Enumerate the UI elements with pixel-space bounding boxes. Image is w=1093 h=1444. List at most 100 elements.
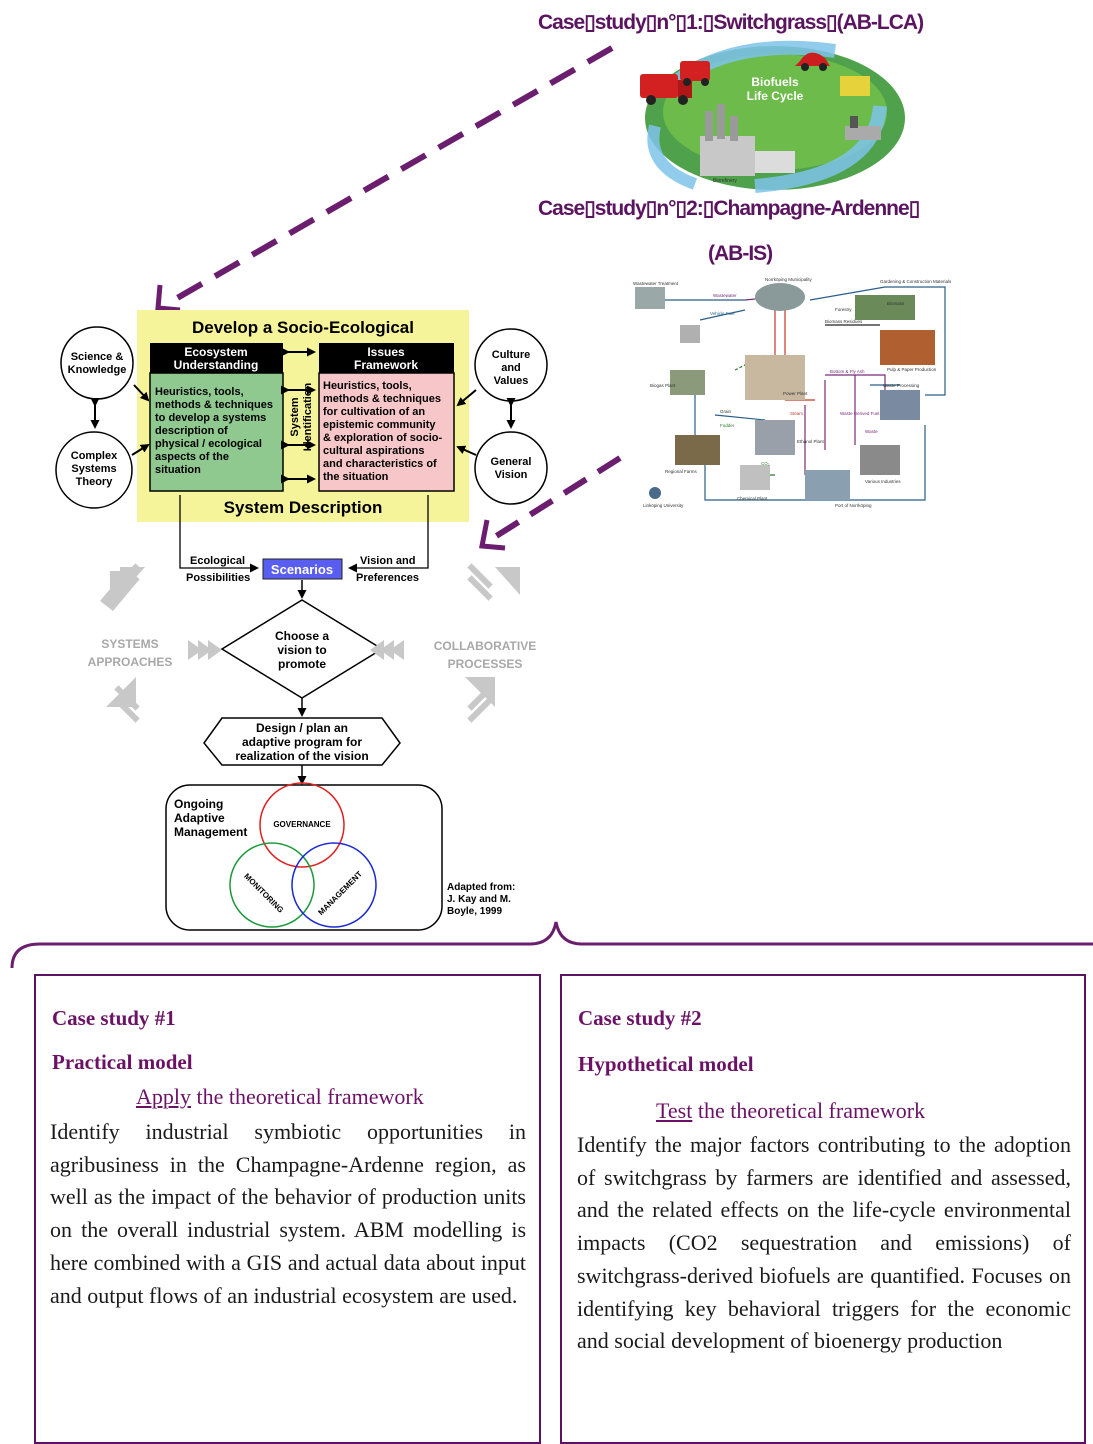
issues-body-7: and characteristics of: [323, 458, 437, 470]
case-study-2-title-line1: Case▯study▯n°▯2:▯Champagne-Ardenne▯: [538, 197, 920, 220]
net-label-pulp-paper: Pulp & Paper Production: [887, 367, 937, 372]
net-label-regional-farms: Regional Farms: [665, 469, 698, 474]
circle-culture-1: Culture: [492, 349, 531, 361]
collaborative-processes-2: PROCESSES: [448, 657, 523, 671]
net-label-waste: Waste: [865, 429, 878, 434]
net-label-university: Linköping University: [643, 503, 684, 508]
net-label-steam: Steam: [790, 411, 803, 416]
collaborative-processes-1: COLLABORATIVE: [434, 639, 536, 653]
net-label-wastewater: Wastewater: [713, 293, 737, 298]
system-identification-2: Identification: [302, 383, 314, 452]
management-circle: [291, 842, 377, 928]
net-label-vehicle-fuel: Vehicle Fuel: [710, 311, 735, 316]
case-study-2-title-line2: (AB-IS): [708, 242, 773, 265]
case-study-2-subtitle: Test the theoretical framework: [656, 1098, 925, 1124]
framework-top-title: Develop a Socio-Ecological: [192, 318, 414, 337]
dashed-arrows: [155, 45, 622, 551]
biofuels-life-cycle-illustration: Biofuels Life Cycle Biorefinery: [640, 40, 905, 193]
net-label-biomass: Biomass: [887, 301, 905, 306]
design-plan-hexagon: [203, 717, 401, 766]
case-study-1-subtitle-rest: the theoretical framework: [191, 1084, 424, 1109]
design-plan-1: Design / plan an: [256, 721, 348, 735]
case-study-1-box: Case study #1 Practical model Apply the …: [34, 974, 541, 1444]
ecosystem-body-1: Heuristics, tools,: [155, 386, 244, 398]
net-label-grain: Grain: [720, 409, 732, 414]
dashed-arrow-case2: [488, 455, 622, 543]
net-label-ash: Bottom & Fly Ash: [830, 369, 865, 374]
ecosystem-body-7: situation: [155, 464, 201, 476]
adapted-1: Adapted from:: [447, 882, 515, 893]
life-cycle-label: Life Cycle: [747, 89, 804, 103]
net-label-biogas-plant: Biogas Plant: [650, 383, 676, 388]
choose-vision-2: vision to: [277, 643, 326, 657]
net-label-waste-processing: Waste Processing: [883, 383, 920, 388]
choose-vision-3: promote: [278, 657, 326, 671]
net-label-fodder: Fodder: [720, 423, 735, 428]
issues-body-2: methods & techniques: [323, 393, 441, 405]
design-plan-2: adaptive program for: [242, 735, 362, 749]
case-study-1-heading: Case study #1: [52, 1006, 176, 1030]
choose-vision-1: Choose a: [275, 629, 329, 643]
case-study-1-model: Practical model: [52, 1050, 193, 1074]
vision-preferences-1: Vision and: [360, 555, 415, 567]
net-label-wastewater-treatment: Wastewater Treatment: [633, 281, 679, 286]
framework-bottom-title: System Description: [224, 498, 383, 517]
issues-body-5: & exploration of socio-: [323, 432, 443, 444]
systems-approaches-2: APPROACHES: [88, 655, 173, 669]
biorefinery-label: Biorefinery: [713, 178, 737, 184]
monitoring-circle: [229, 842, 315, 928]
ecosystem-body-4: description of: [155, 425, 228, 437]
case-study-2-subtitle-rest: the theoretical framework: [692, 1098, 926, 1123]
gray-arrow-top-left: [110, 571, 140, 601]
adapted-3: Boyle, 1999: [447, 906, 502, 917]
issues-header-2: Framework: [354, 358, 418, 372]
curly-brace: [10, 921, 1093, 969]
net-label-chemical-plant: Chemical Plant: [737, 496, 768, 501]
ecosystem-body-2: methods & techniques: [155, 399, 273, 411]
net-label-co2: CO₂: [761, 461, 770, 466]
issues-body-3: for cultivation of an: [323, 406, 425, 418]
industrial-symbiosis-network: Wastewater Treatment Norrköping Municipa…: [625, 275, 955, 520]
vision-preferences-2: Preferences: [356, 572, 419, 584]
net-label-municipality: Norrköping Municipality: [765, 277, 813, 282]
issues-body-1: Heuristics, tools,: [323, 380, 412, 392]
ongoing-1: Ongoing: [174, 797, 223, 811]
ongoing-2: Adaptive: [174, 811, 225, 825]
scenarios-box: [262, 558, 343, 580]
systems-approaches-1: SYSTEMS: [101, 637, 158, 651]
ecosystem-body-3: to develop a systems: [155, 412, 266, 424]
net-label-gardening: Gardening & Construction Materials: [880, 279, 952, 284]
net-label-power-plant: Power Plant: [783, 391, 808, 396]
case-study-2-box: Case study #2 Hypothetical model Test th…: [560, 974, 1086, 1444]
circle-complex-1: Complex: [71, 450, 118, 462]
net-label-port: Port of Norrköping: [835, 503, 872, 508]
circle-complex-2: Systems: [71, 463, 116, 475]
governance-label: GOVERNANCE: [273, 820, 331, 829]
circle-vision-2: Vision: [495, 469, 528, 481]
case-study-1-body: Identify industrial symbiotic opportunit…: [50, 1119, 526, 1308]
net-label-forestry: Forestry: [835, 307, 852, 312]
dashed-arrow-case1: [163, 45, 614, 308]
ecosystem-header-1: Ecosystem: [184, 345, 247, 359]
ecosystem-body-5: physical / ecological: [155, 438, 262, 450]
net-label-various-industries: Various Industries: [865, 479, 901, 484]
case-study-2-heading: Case study #2: [578, 1006, 702, 1030]
circle-science-2: Knowledge: [68, 364, 127, 376]
socio-ecological-framework: Develop a Socio-Ecological System Descri…: [55, 310, 548, 931]
circle-culture-2: and: [501, 362, 521, 374]
design-plan-3: realization of the vision: [235, 749, 368, 763]
circle-science-1: Science &: [71, 351, 124, 363]
case-study-1-subtitle-apply: Apply: [136, 1084, 191, 1109]
ecological-possibilities-2: Possibilities: [186, 572, 250, 584]
net-label-biomass-residues: Biomass Residues: [825, 319, 863, 324]
issues-body-6: cultural aspirations: [323, 445, 424, 457]
ongoing-3: Management: [174, 825, 247, 839]
governance-circle: [259, 782, 345, 868]
issues-body-8: the situation: [323, 471, 389, 483]
net-label-waste-fuel: Waste Derived Fuel: [840, 411, 879, 416]
case-study-1-title: Case▯study▯n°▯1:▯Switchgrass▯(AB-LCA): [538, 11, 924, 34]
system-identification-1: System: [289, 397, 301, 436]
issues-body-4: epistemic community: [323, 419, 436, 431]
circle-vision-1: General: [491, 456, 532, 468]
case-study-2-model: Hypothetical model: [578, 1052, 754, 1076]
